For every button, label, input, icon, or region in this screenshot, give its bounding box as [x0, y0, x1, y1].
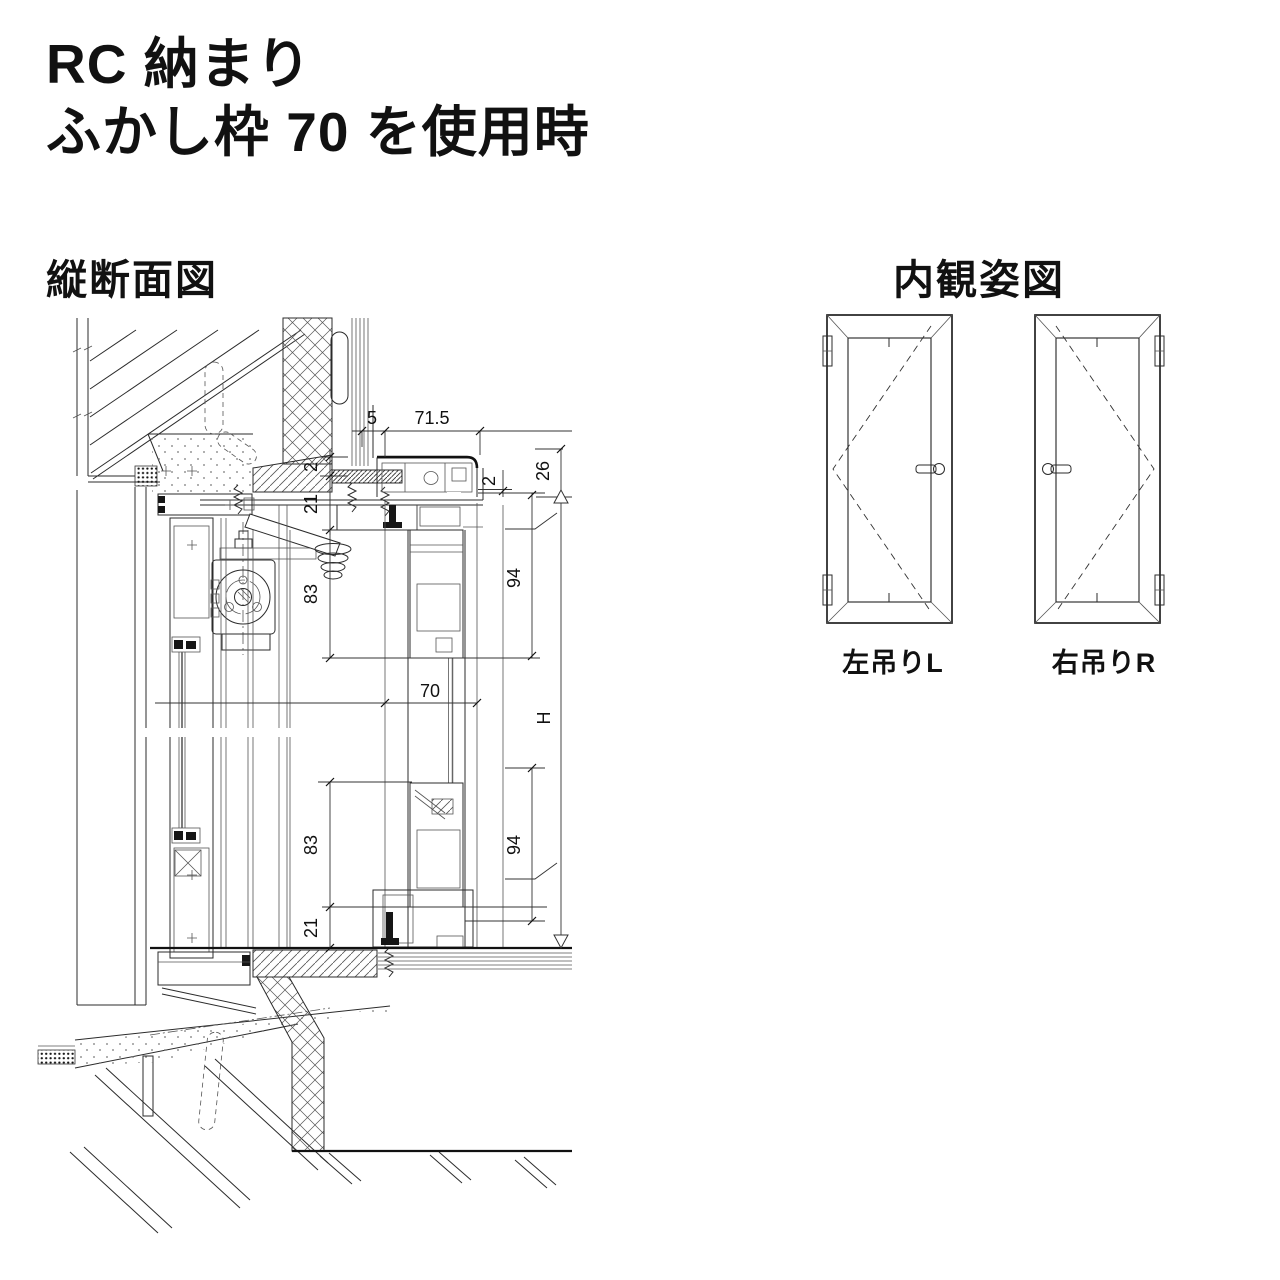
hinge-icon: [822, 335, 833, 606]
head-jamb: [157, 466, 483, 531]
dimensions: 5 71.5 2 26 H 2 21 83 94 70: [155, 408, 572, 953]
glass-pane-leaf: [448, 658, 454, 783]
door-left-label: 左吊りL: [842, 648, 944, 678]
elevation-heading: 内観姿図: [893, 257, 1065, 303]
vertical-cross-section-drawing: 5 71.5 2 26 H 2 21 83 94 70: [37, 317, 572, 1234]
rc-parapet-section: [256, 976, 572, 1189]
swing-direction-dashes: [1055, 325, 1155, 613]
anchor-plate-and-screws: [232, 469, 403, 517]
glass-pane-interior: [178, 652, 186, 828]
cross-section-heading: 縦断面図: [46, 257, 218, 303]
hinge-icon: [1154, 335, 1165, 606]
page-title: RC 納まりふかし枠 70 を使用時: [46, 30, 590, 166]
dim-2-left: 2: [301, 462, 321, 472]
break-line-gap: [138, 728, 352, 737]
sill-and-floor: [37, 946, 572, 1131]
interior-elevation-drawing: [822, 314, 1165, 624]
dim-5: 5: [367, 408, 377, 428]
dim-83-top: 83: [301, 584, 321, 604]
dim-71-5: 71.5: [414, 408, 449, 428]
door-right-elevation: [1034, 314, 1165, 624]
door-leaf-section: [372, 529, 474, 978]
dim-94-top: 94: [504, 568, 524, 588]
rc-wall-section: [282, 317, 374, 466]
packing-wedge: [252, 454, 333, 493]
interior-leaf: [169, 517, 220, 959]
dim-26: 26: [533, 461, 553, 481]
slab-slope-lines: [69, 1058, 329, 1234]
handle-icon: [915, 463, 945, 475]
door-right-label: 右吊りR: [1051, 648, 1157, 678]
fukashi-frame-head: [376, 455, 484, 500]
page-title-line2: ふかし枠 70 を使用時: [46, 101, 590, 163]
dim-94-bottom: 94: [504, 835, 524, 855]
dim-21-top: 21: [301, 494, 321, 514]
dim-H: H: [534, 712, 554, 725]
dim-2-right: 2: [479, 476, 499, 486]
dim-83-bottom: 83: [301, 835, 321, 855]
swing-direction-dashes: [832, 325, 932, 613]
pivot-hinge-closer: [211, 513, 352, 655]
interior-wall-lines: [72, 318, 160, 1006]
mortar-soffit: [147, 361, 257, 493]
dim-70: 70: [420, 681, 440, 701]
door-left-elevation: [822, 314, 953, 624]
handle-icon: [1042, 463, 1072, 475]
frame-sightlines: [220, 500, 504, 948]
dim-21-bottom: 21: [301, 918, 321, 938]
ceiling-finish-hatch: [89, 329, 306, 480]
page-title-line1: RC 納まり: [46, 33, 312, 95]
